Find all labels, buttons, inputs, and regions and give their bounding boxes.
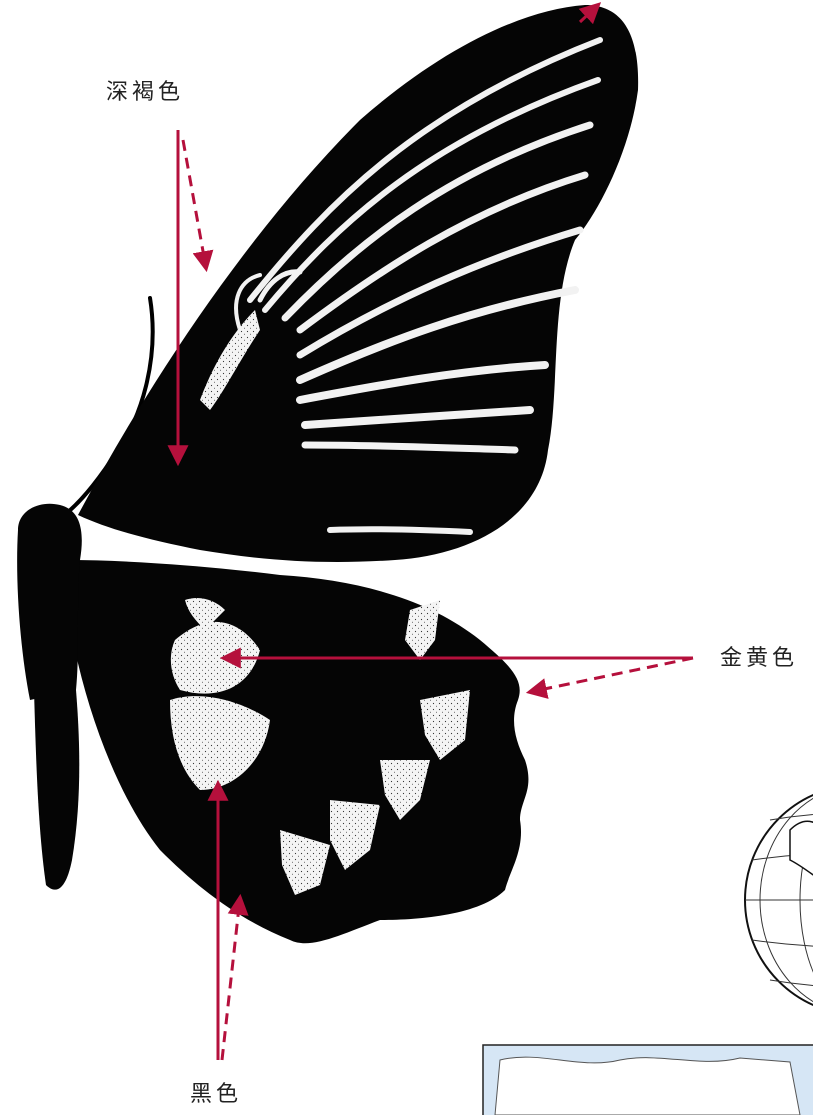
body-thorax (17, 504, 82, 700)
body-abdomen (34, 690, 79, 890)
globe-icon (745, 785, 813, 1015)
arrow-hindwing-dashed (222, 898, 240, 1060)
label-forewing-color: 深褐色 (106, 74, 184, 106)
label-hindwing-spot-color: 金黄色 (720, 640, 798, 672)
arrow-spot-dashed (530, 658, 693, 692)
world-map-inset (483, 1045, 813, 1115)
label-hindwing-color: 黑色 (190, 1076, 242, 1108)
arrow-forewing-dashed (183, 140, 206, 268)
